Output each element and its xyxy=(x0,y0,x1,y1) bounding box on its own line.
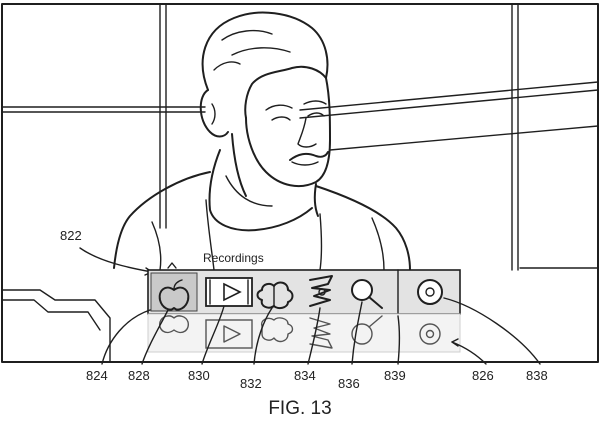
ref-834: 834 xyxy=(294,368,316,383)
puzzle-icon[interactable] xyxy=(256,281,294,310)
disc-icon[interactable] xyxy=(417,279,443,305)
film-play-icon[interactable] xyxy=(205,277,253,307)
recordings-label: Recordings xyxy=(203,251,264,265)
ref-830: 830 xyxy=(188,368,210,383)
reference-numerals: 824 828 830 832 834 836 839 826 838 xyxy=(86,368,548,391)
ref-822: 822 xyxy=(60,228,82,243)
ref-826: 826 xyxy=(472,368,494,383)
leader-822 xyxy=(79,247,153,273)
leader-lines xyxy=(101,297,541,365)
icon-reflections xyxy=(159,315,441,349)
ref-824: 824 xyxy=(86,368,108,383)
apple-icon[interactable] xyxy=(158,279,190,311)
selection-caret xyxy=(167,262,177,269)
ref-832: 832 xyxy=(240,376,262,391)
ref-836: 836 xyxy=(338,376,360,391)
room-background xyxy=(1,3,599,363)
person-illustration xyxy=(113,11,411,271)
ref-828: 828 xyxy=(128,368,150,383)
magnifier-icon[interactable] xyxy=(351,279,383,309)
ref-839: 839 xyxy=(384,368,406,383)
chain-icon[interactable] xyxy=(309,275,333,307)
figure-caption: FIG. 13 xyxy=(268,398,331,419)
ref-838: 838 xyxy=(526,368,548,383)
menu-bar xyxy=(147,269,461,353)
screen-frame xyxy=(1,3,599,363)
